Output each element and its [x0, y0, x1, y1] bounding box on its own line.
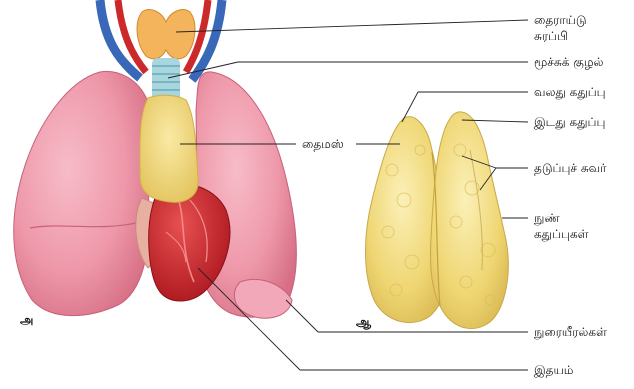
- label-lobules-line1: நுண்: [534, 211, 560, 226]
- label-thyroid-gland-line1: தைராய்டு: [534, 13, 587, 27]
- label-thyroid-gland-line2: சுரப்பி: [534, 29, 568, 43]
- panel-label-a: அ: [20, 313, 33, 327]
- organs-illustration: [14, 0, 297, 318]
- thymus-gland: [140, 95, 198, 202]
- label-left-lobe: இடது கதுப்பு: [534, 115, 605, 130]
- label-heart: இதயம்: [534, 363, 573, 378]
- panel-label-b: ஆ: [356, 315, 372, 330]
- thyroid-gland: [137, 10, 195, 59]
- label-lobules-line2: கதுப்புகள்: [534, 227, 589, 242]
- left-thymus-lobe: [430, 112, 508, 329]
- label-right-lobe: வலது கதுப்பு: [534, 85, 606, 100]
- label-thymus: தைமஸ்: [302, 137, 344, 151]
- leader-thyroid: [176, 20, 528, 32]
- left-lung: [14, 71, 150, 315]
- label-septum: தடுப்புச் சுவர்: [534, 161, 607, 175]
- label-trachea: மூச்சுக் குழல்: [534, 55, 604, 70]
- label-lungs: நுரையீரல்கள்: [534, 325, 607, 340]
- leader-lungs-a: [286, 300, 318, 332]
